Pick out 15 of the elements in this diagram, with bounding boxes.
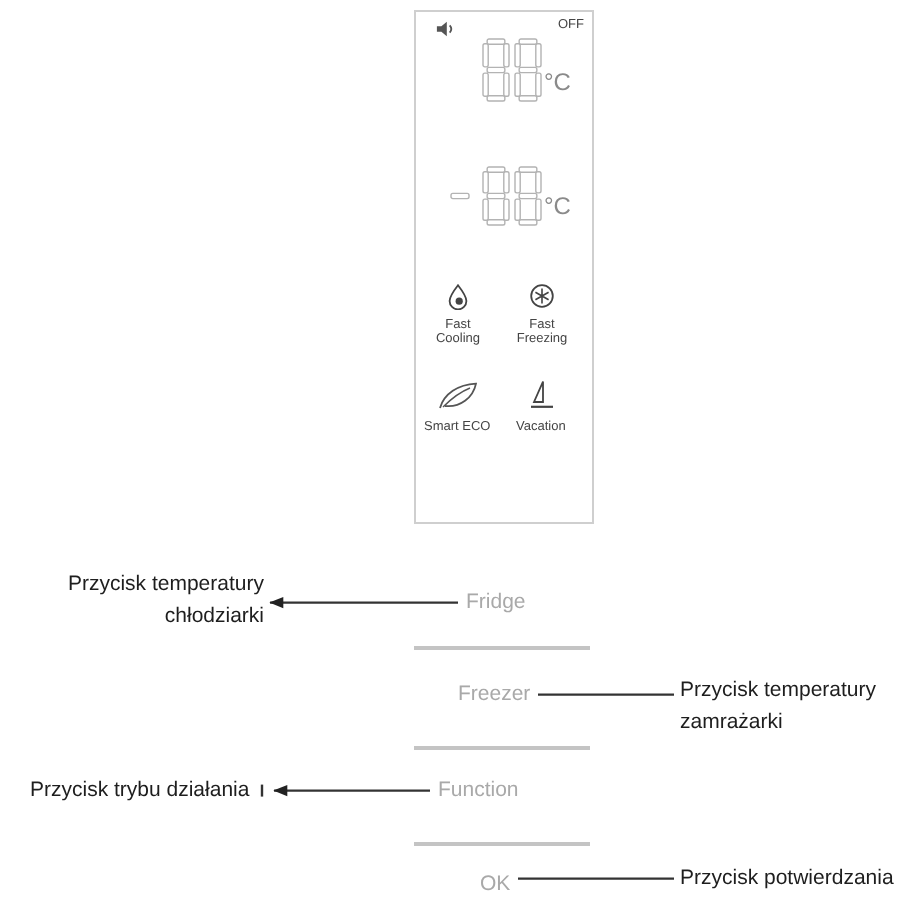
unit-label: °C: [544, 192, 572, 221]
arrow: [269, 597, 458, 609]
key-label: OK: [480, 872, 512, 898]
callout-label: Przycisk temperatury zamrażarki: [680, 676, 878, 739]
key-label: Freezer: [458, 682, 532, 708]
callout-label: Przycisk temperatury chłodziarki: [66, 568, 264, 634]
leader-line: [538, 693, 674, 696]
callout-label: Przycisk trybu działania: [30, 778, 252, 804]
key-label: Function: [438, 778, 520, 804]
key-label: Fridge: [466, 590, 528, 616]
callout-label: Przycisk potwierdzania: [680, 866, 896, 892]
unit-label: °C: [544, 68, 572, 97]
display-panel: [414, 10, 594, 524]
arrow: [273, 785, 430, 797]
leader-line: [518, 877, 674, 880]
